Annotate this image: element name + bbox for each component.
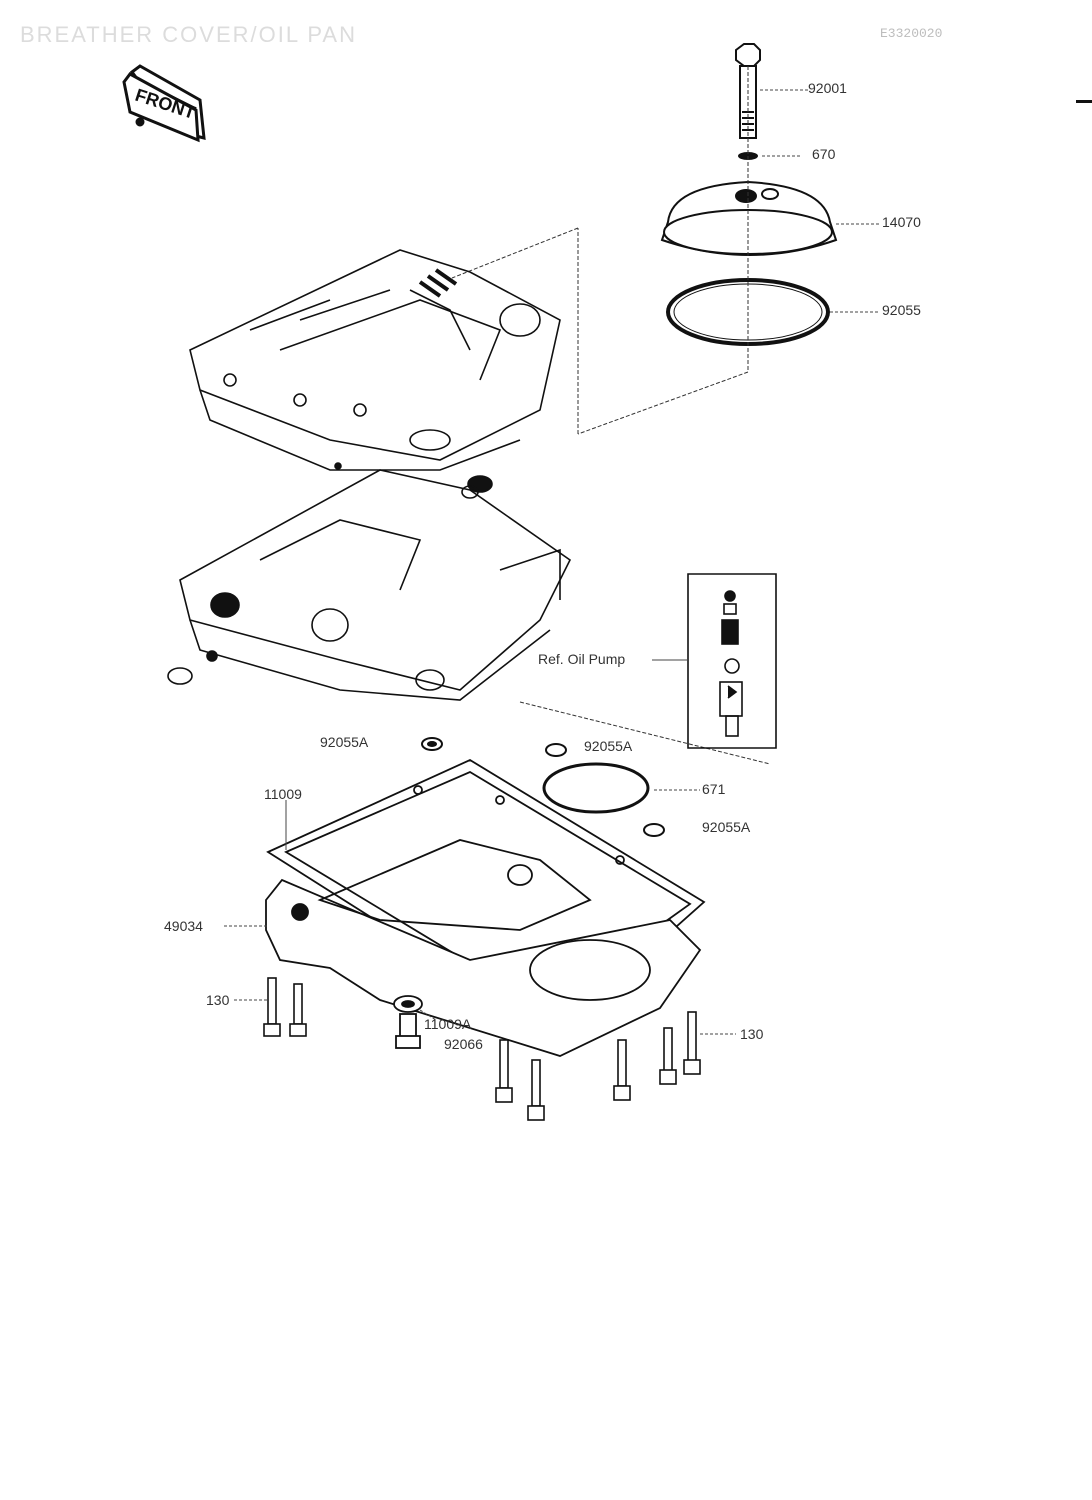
front-arrow-icon: FRONT — [122, 64, 206, 143]
label-130-right: 130 — [740, 1026, 764, 1042]
upper-crankcase-drawing — [189, 249, 561, 471]
gasket-92055a-right — [643, 823, 665, 837]
label-92055a-right: 92055A — [702, 819, 751, 835]
label-92001: 92001 — [808, 80, 847, 96]
bolts-130 — [263, 977, 701, 1121]
assembly-leader-lines — [451, 66, 771, 765]
oil-pan-drawing — [265, 758, 706, 1057]
label-49034: 49034 — [164, 918, 203, 934]
small-parts-group — [421, 737, 665, 837]
label-92055a-left: 92055A — [320, 734, 369, 750]
label-670: 670 — [812, 146, 836, 162]
oil-pump-reference-box — [687, 573, 777, 749]
label-92066: 92066 — [444, 1036, 483, 1052]
breather-cover-14070 — [660, 180, 838, 256]
label-92055a-mid: 92055A — [584, 738, 633, 754]
o-ring-671 — [542, 762, 650, 814]
label-671: 671 — [702, 781, 726, 797]
edge-mark — [1076, 100, 1092, 103]
label-14070: 14070 — [882, 214, 921, 230]
lower-crankcase-drawing — [167, 462, 572, 701]
label-92055: 92055 — [882, 302, 921, 318]
diagram-code: E3320020 — [880, 26, 943, 41]
label-11009: 11009 — [264, 786, 302, 802]
gasket-92055a-mid — [545, 743, 567, 757]
label-11009a: 11009A — [424, 1016, 472, 1032]
label-130-left: 130 — [206, 992, 230, 1008]
drain-plug-92066 — [393, 995, 423, 1049]
label-ref-oil-pump: Ref. Oil Pump — [538, 651, 626, 667]
diagram-title: BREATHER COVER/OIL PAN — [20, 22, 357, 47]
